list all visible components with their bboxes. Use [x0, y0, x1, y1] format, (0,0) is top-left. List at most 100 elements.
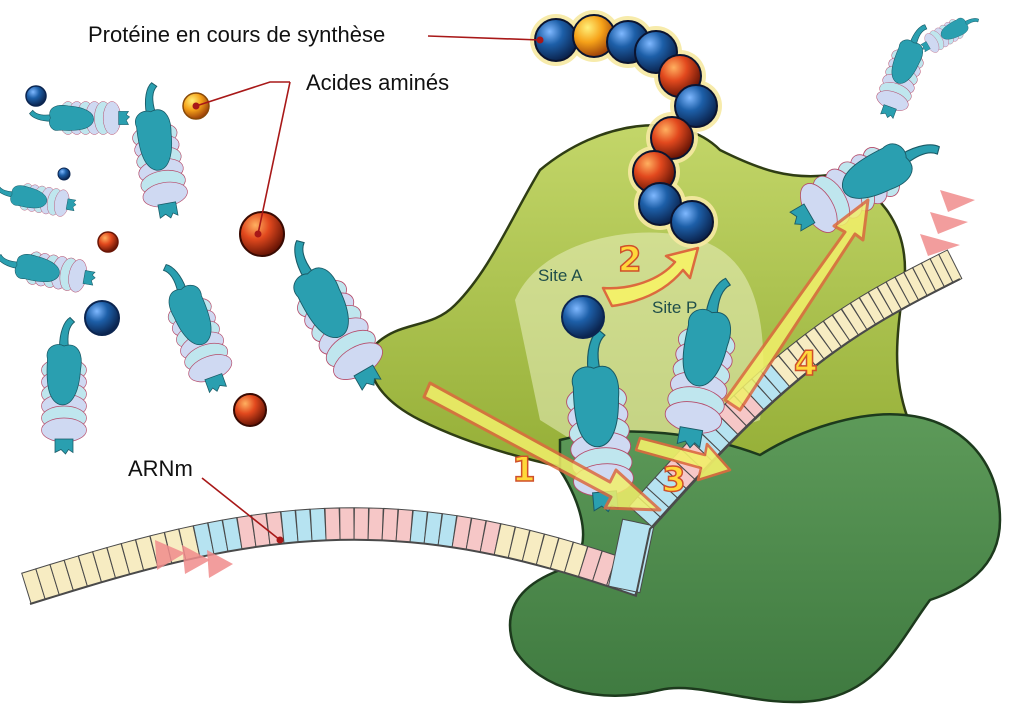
- trna-anticodon: [204, 373, 227, 394]
- codon-segment: [295, 508, 313, 543]
- trna-acceptor-stem: [901, 144, 940, 164]
- codon-segment: [324, 507, 341, 541]
- trna-molecule: [29, 101, 131, 135]
- trna-molecule: [920, 17, 979, 53]
- process-arrows: [422, 198, 870, 512]
- trna-molecule: [132, 82, 188, 219]
- direction-arrow-icon: [930, 212, 968, 234]
- trna-molecule: [41, 316, 87, 455]
- leader-mrna: [201, 477, 281, 541]
- trna-acceptor-stem: [909, 24, 928, 46]
- protein-chain: [530, 10, 722, 248]
- codon-segment: [339, 507, 355, 541]
- trna-acceptor-stem: [963, 18, 979, 26]
- leader-dot: [276, 536, 284, 544]
- arrow-step-4: [723, 198, 870, 412]
- trna-acceptor-stem: [294, 240, 314, 279]
- leader-amino-1: [195, 81, 290, 107]
- trna-anticodon: [880, 104, 897, 120]
- trna-molecule: [664, 277, 736, 449]
- trna-molecule: [162, 264, 233, 394]
- leader-amino-2: [257, 81, 291, 235]
- direction-arrow-icon: [940, 190, 975, 212]
- leader-dot: [536, 36, 544, 44]
- direction-arrow-icon: [182, 545, 210, 574]
- trna-disc: [102, 101, 122, 135]
- codon-segment: [381, 507, 399, 542]
- trna-acceptor-stem: [144, 82, 158, 115]
- direction-arrow-icon: [207, 550, 233, 578]
- chain-amino-acid: [650, 116, 694, 160]
- trna-molecule: [789, 143, 940, 233]
- trna-anticodon: [789, 203, 816, 232]
- trna-body: [10, 185, 48, 209]
- arrow-step-1: [422, 381, 662, 512]
- step-1-number: 1: [511, 449, 536, 491]
- mrna-backbone: [29, 278, 961, 605]
- label-mrna: ARNm: [128, 456, 193, 481]
- step-2-number: 2: [617, 239, 642, 281]
- label-amino-acids: Acides aminés: [306, 70, 450, 95]
- mrna-direction-arrows: [155, 190, 975, 578]
- trna-body: [891, 39, 923, 84]
- trna-body: [571, 365, 620, 448]
- trna-body: [49, 105, 94, 131]
- chain-amino-acid: [670, 200, 714, 244]
- amino-acid-red: [97, 231, 119, 253]
- label-protein: Protéine en cours de synthèse: [88, 22, 386, 47]
- arrow-step-2: [601, 246, 700, 308]
- trna-body: [14, 254, 60, 283]
- trna-disc: [41, 417, 87, 443]
- trna-molecule: [0, 183, 77, 217]
- trna-body: [293, 267, 349, 338]
- trna-layer: [0, 17, 979, 513]
- trna-anticodon: [54, 438, 74, 455]
- trna-acceptor-stem: [59, 316, 76, 348]
- trna-body: [46, 344, 82, 406]
- direction-arrow-icon: [920, 234, 960, 256]
- trna-anticodon: [118, 111, 131, 125]
- amino-acid-blue: [25, 85, 47, 107]
- label-site-p: Site P: [652, 298, 698, 317]
- trna-body: [842, 143, 913, 199]
- trna-molecule: [876, 24, 928, 120]
- codon-segment: [353, 507, 370, 541]
- amino-acid-red: [233, 393, 267, 427]
- label-site-a: Site A: [538, 266, 583, 285]
- arrow-step-3: [634, 436, 732, 482]
- chain-amino-acid: [674, 84, 718, 128]
- trna-acceptor-stem: [586, 328, 606, 372]
- trna-acceptor-stem: [705, 277, 732, 317]
- trna-body: [682, 308, 731, 387]
- codon-segment: [607, 518, 655, 594]
- amino-acid-blue: [57, 167, 71, 181]
- trna-molecule: [0, 251, 96, 293]
- trna-acceptor-stem: [162, 264, 187, 293]
- trna-molecule: [293, 240, 383, 391]
- codon-segment: [309, 507, 327, 542]
- trna-anticodon: [82, 270, 96, 286]
- step-4-number: 4: [793, 343, 818, 385]
- leader-dot: [254, 230, 262, 238]
- trna-anticodon: [65, 198, 77, 212]
- trna-anticodon: [157, 201, 179, 219]
- trna-acceptor-stem: [0, 253, 20, 269]
- free-amino-acids: [25, 85, 605, 427]
- trna-acceptor-stem: [29, 109, 52, 122]
- leader-lines: [192, 35, 544, 544]
- trna-anticodon: [920, 41, 931, 53]
- trna-acceptor-stem: [0, 185, 14, 198]
- trna-body: [168, 284, 212, 345]
- trna-body: [940, 17, 969, 40]
- amino-acid-blue: [84, 300, 120, 336]
- direction-arrow-icon: [155, 540, 185, 570]
- step-3-number: 3: [661, 459, 686, 501]
- trna-anticodon: [676, 426, 704, 449]
- trna-anticodon: [353, 364, 382, 391]
- leader-protein: [427, 35, 541, 41]
- amino-acid-site-a: [561, 295, 605, 339]
- leader-dot: [192, 102, 200, 110]
- trna-body: [135, 109, 172, 171]
